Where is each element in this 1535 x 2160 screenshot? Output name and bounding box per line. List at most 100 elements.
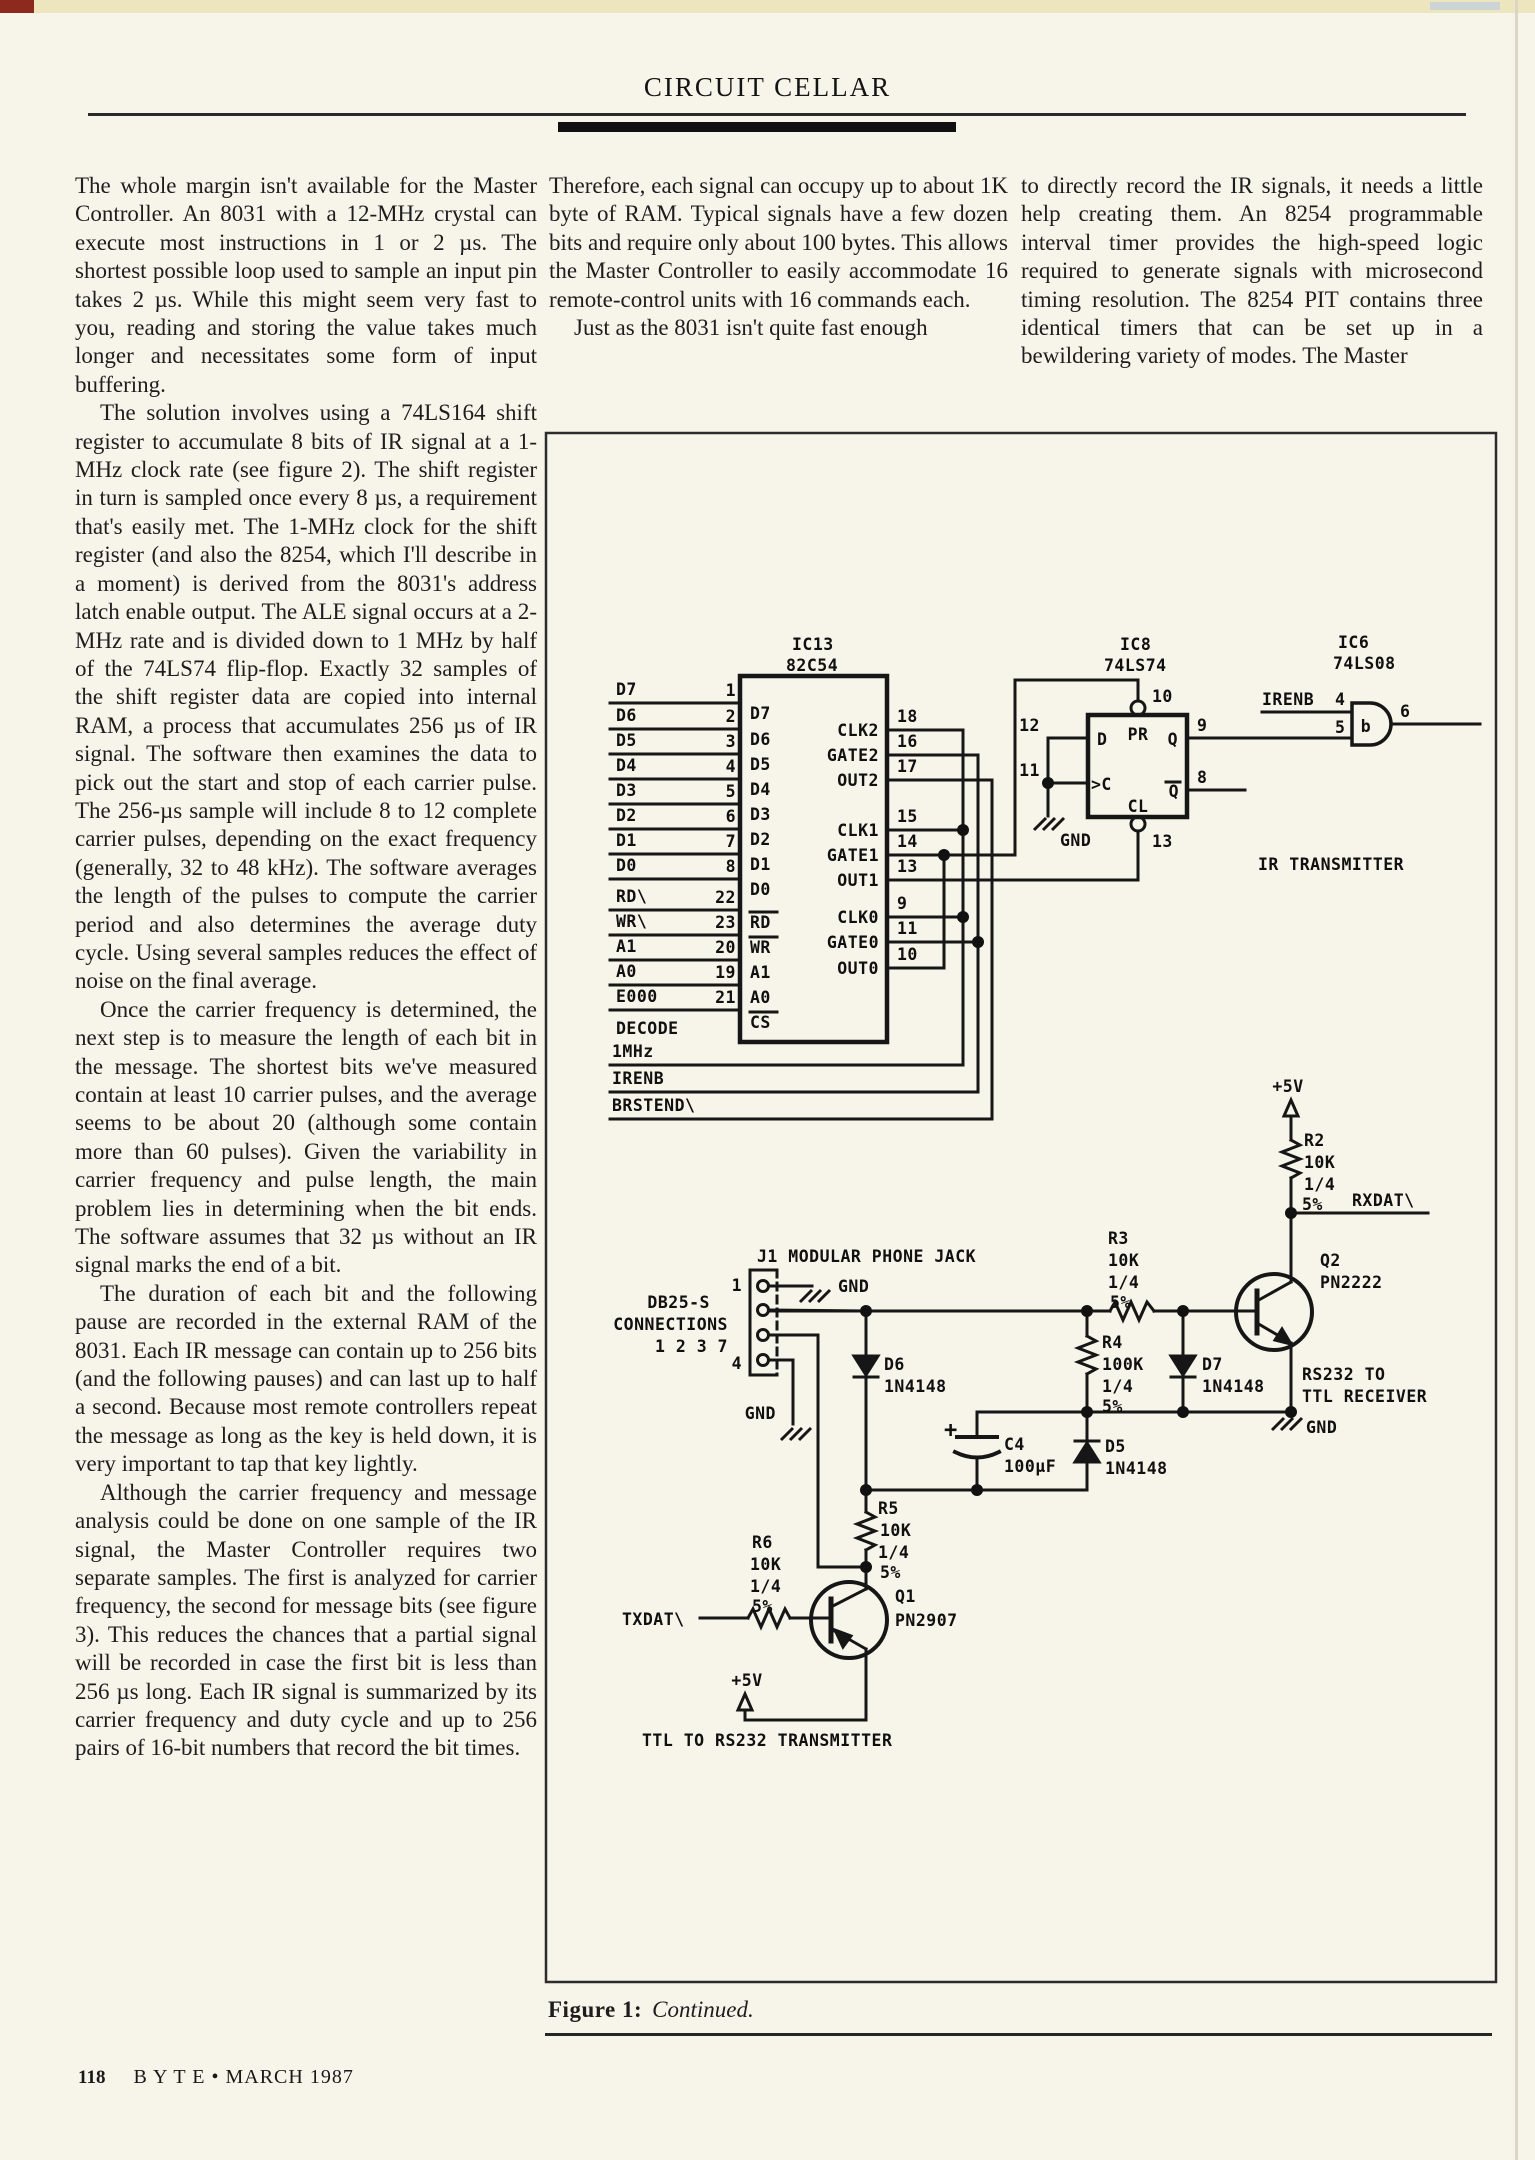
pin-number: 5 bbox=[726, 782, 736, 801]
signal-label: RD\ bbox=[616, 887, 647, 906]
chip-part: 74LS08 bbox=[1333, 654, 1396, 673]
section-label: IR TRANSMITTER bbox=[1258, 855, 1404, 874]
signal-label: D2 bbox=[616, 806, 637, 825]
part-label: R3 bbox=[1108, 1229, 1129, 1248]
pin-number: 8 bbox=[1197, 768, 1207, 787]
pin-number: 6 bbox=[726, 807, 736, 826]
part-label: 1N4148 bbox=[884, 1377, 947, 1396]
pin-number: 13 bbox=[1152, 832, 1173, 851]
signal-label: 1MHz bbox=[612, 1042, 654, 1061]
power-arrow-icon bbox=[735, 1690, 755, 1712]
signal-label: D6 bbox=[616, 706, 637, 725]
part-label: 5% bbox=[1110, 1293, 1131, 1312]
part-label: 100µF bbox=[1004, 1457, 1056, 1476]
pin-label: D1 bbox=[750, 855, 771, 874]
j1-modular-jack bbox=[748, 1268, 868, 1569]
page-title: CIRCUIT CELLAR bbox=[643, 72, 892, 102]
ground-label: GND bbox=[1306, 1418, 1337, 1437]
resistor-r6 bbox=[745, 1605, 793, 1631]
ic13-82c54-chip bbox=[608, 673, 1140, 1121]
part-label: 10K bbox=[750, 1555, 781, 1574]
signal-label: D3 bbox=[616, 781, 637, 800]
signal-label: D7 bbox=[616, 680, 637, 699]
pin-label: OUT2 bbox=[837, 771, 879, 790]
part-label: D7 bbox=[1202, 1355, 1223, 1374]
gate-letter: b bbox=[1361, 717, 1371, 736]
chip-ref: IC8 bbox=[1120, 635, 1151, 654]
pin-number: 4 bbox=[732, 1354, 742, 1373]
page-edge-line bbox=[1515, 0, 1518, 2160]
pin-number: 10 bbox=[1152, 687, 1173, 706]
section-label: RS232 TO bbox=[1302, 1365, 1385, 1384]
pin-number: 12 bbox=[1019, 716, 1040, 735]
chip-part: 74LS74 bbox=[1104, 656, 1167, 675]
connector-label: DB25-S bbox=[647, 1293, 710, 1312]
part-label: R6 bbox=[752, 1533, 773, 1552]
pin-label: OUT1 bbox=[837, 871, 879, 890]
figure-caption-text: Continued. bbox=[652, 1997, 754, 2022]
part-label: 1/4 bbox=[750, 1577, 781, 1596]
pin-number: 19 bbox=[715, 963, 736, 982]
diode-d5 bbox=[1072, 1440, 1102, 1464]
signal-label: E000 bbox=[616, 987, 658, 1006]
signal-label: D1 bbox=[616, 831, 637, 850]
part-label: R2 bbox=[1304, 1131, 1325, 1150]
part-label: 5% bbox=[752, 1597, 773, 1616]
resistor-r3 bbox=[1107, 1298, 1157, 1324]
part-label: R4 bbox=[1102, 1333, 1123, 1352]
signal-label: IRENB bbox=[1262, 690, 1314, 709]
pin-label: A0 bbox=[750, 988, 771, 1007]
connector-label: 1 2 3 7 bbox=[655, 1337, 728, 1356]
pin-label: CS bbox=[750, 1013, 771, 1032]
preset-bubble-icon bbox=[1129, 699, 1147, 717]
ground-icon bbox=[798, 1288, 832, 1304]
pin-label: WR bbox=[750, 938, 771, 957]
pin-number: 18 bbox=[897, 707, 918, 726]
chip-ref: IC6 bbox=[1338, 633, 1369, 652]
pin-number: 13 bbox=[897, 857, 918, 876]
emitter-arrow-icon bbox=[832, 1627, 854, 1650]
part-label: 1/4 bbox=[1102, 1377, 1133, 1396]
pin-label: RD bbox=[750, 913, 771, 932]
paragraph: The solution involves using a 74LS164 sh… bbox=[75, 400, 537, 994]
pin-label: D7 bbox=[750, 704, 771, 723]
pin-label: CLK2 bbox=[837, 721, 879, 740]
power-arrow-icon bbox=[1281, 1096, 1301, 1118]
pin-number: 4 bbox=[726, 757, 736, 776]
signal-label: A0 bbox=[616, 962, 637, 981]
signal-label: BRSTEND\ bbox=[612, 1096, 695, 1115]
part-label: PN2907 bbox=[895, 1611, 958, 1630]
pin-label: CLK1 bbox=[837, 821, 879, 840]
ground-icon bbox=[1270, 1416, 1304, 1432]
pin-number: 11 bbox=[897, 919, 918, 938]
ic8-74ls74-chip bbox=[1046, 699, 1354, 833]
pin-number: 14 bbox=[897, 832, 918, 851]
pin-number: 8 bbox=[726, 857, 736, 876]
ic6-74ls08-gate bbox=[1260, 701, 1482, 747]
rs232-receiver-circuit bbox=[766, 1096, 1430, 1492]
ground-icon bbox=[779, 1426, 813, 1442]
part-label: D5 bbox=[1105, 1437, 1126, 1456]
pin-label: D3 bbox=[750, 805, 771, 824]
paragraph: The duration of each bit and the followi… bbox=[75, 1280, 537, 1477]
pin-number: 9 bbox=[897, 894, 907, 913]
part-label: 5% bbox=[880, 1563, 901, 1582]
pin-label: GATE0 bbox=[827, 933, 879, 952]
pin-label: PR bbox=[1128, 725, 1149, 744]
pin-label: D bbox=[1097, 730, 1107, 749]
pin-number: 10 bbox=[897, 945, 918, 964]
pin-label: OUT0 bbox=[837, 959, 879, 978]
pin-label: A1 bbox=[750, 963, 771, 982]
rs232-transmitter-circuit bbox=[698, 1488, 889, 1722]
part-label: 1/4 bbox=[1108, 1273, 1139, 1292]
part-label: 100K bbox=[1102, 1355, 1144, 1374]
pin-label: Q bbox=[1168, 730, 1178, 749]
pin-number: 17 bbox=[897, 757, 918, 776]
part-label: 1/4 bbox=[878, 1543, 909, 1562]
pin-label: CLK0 bbox=[837, 908, 879, 927]
part-label: Q2 bbox=[1320, 1251, 1341, 1270]
signal-label: A1 bbox=[616, 937, 637, 956]
